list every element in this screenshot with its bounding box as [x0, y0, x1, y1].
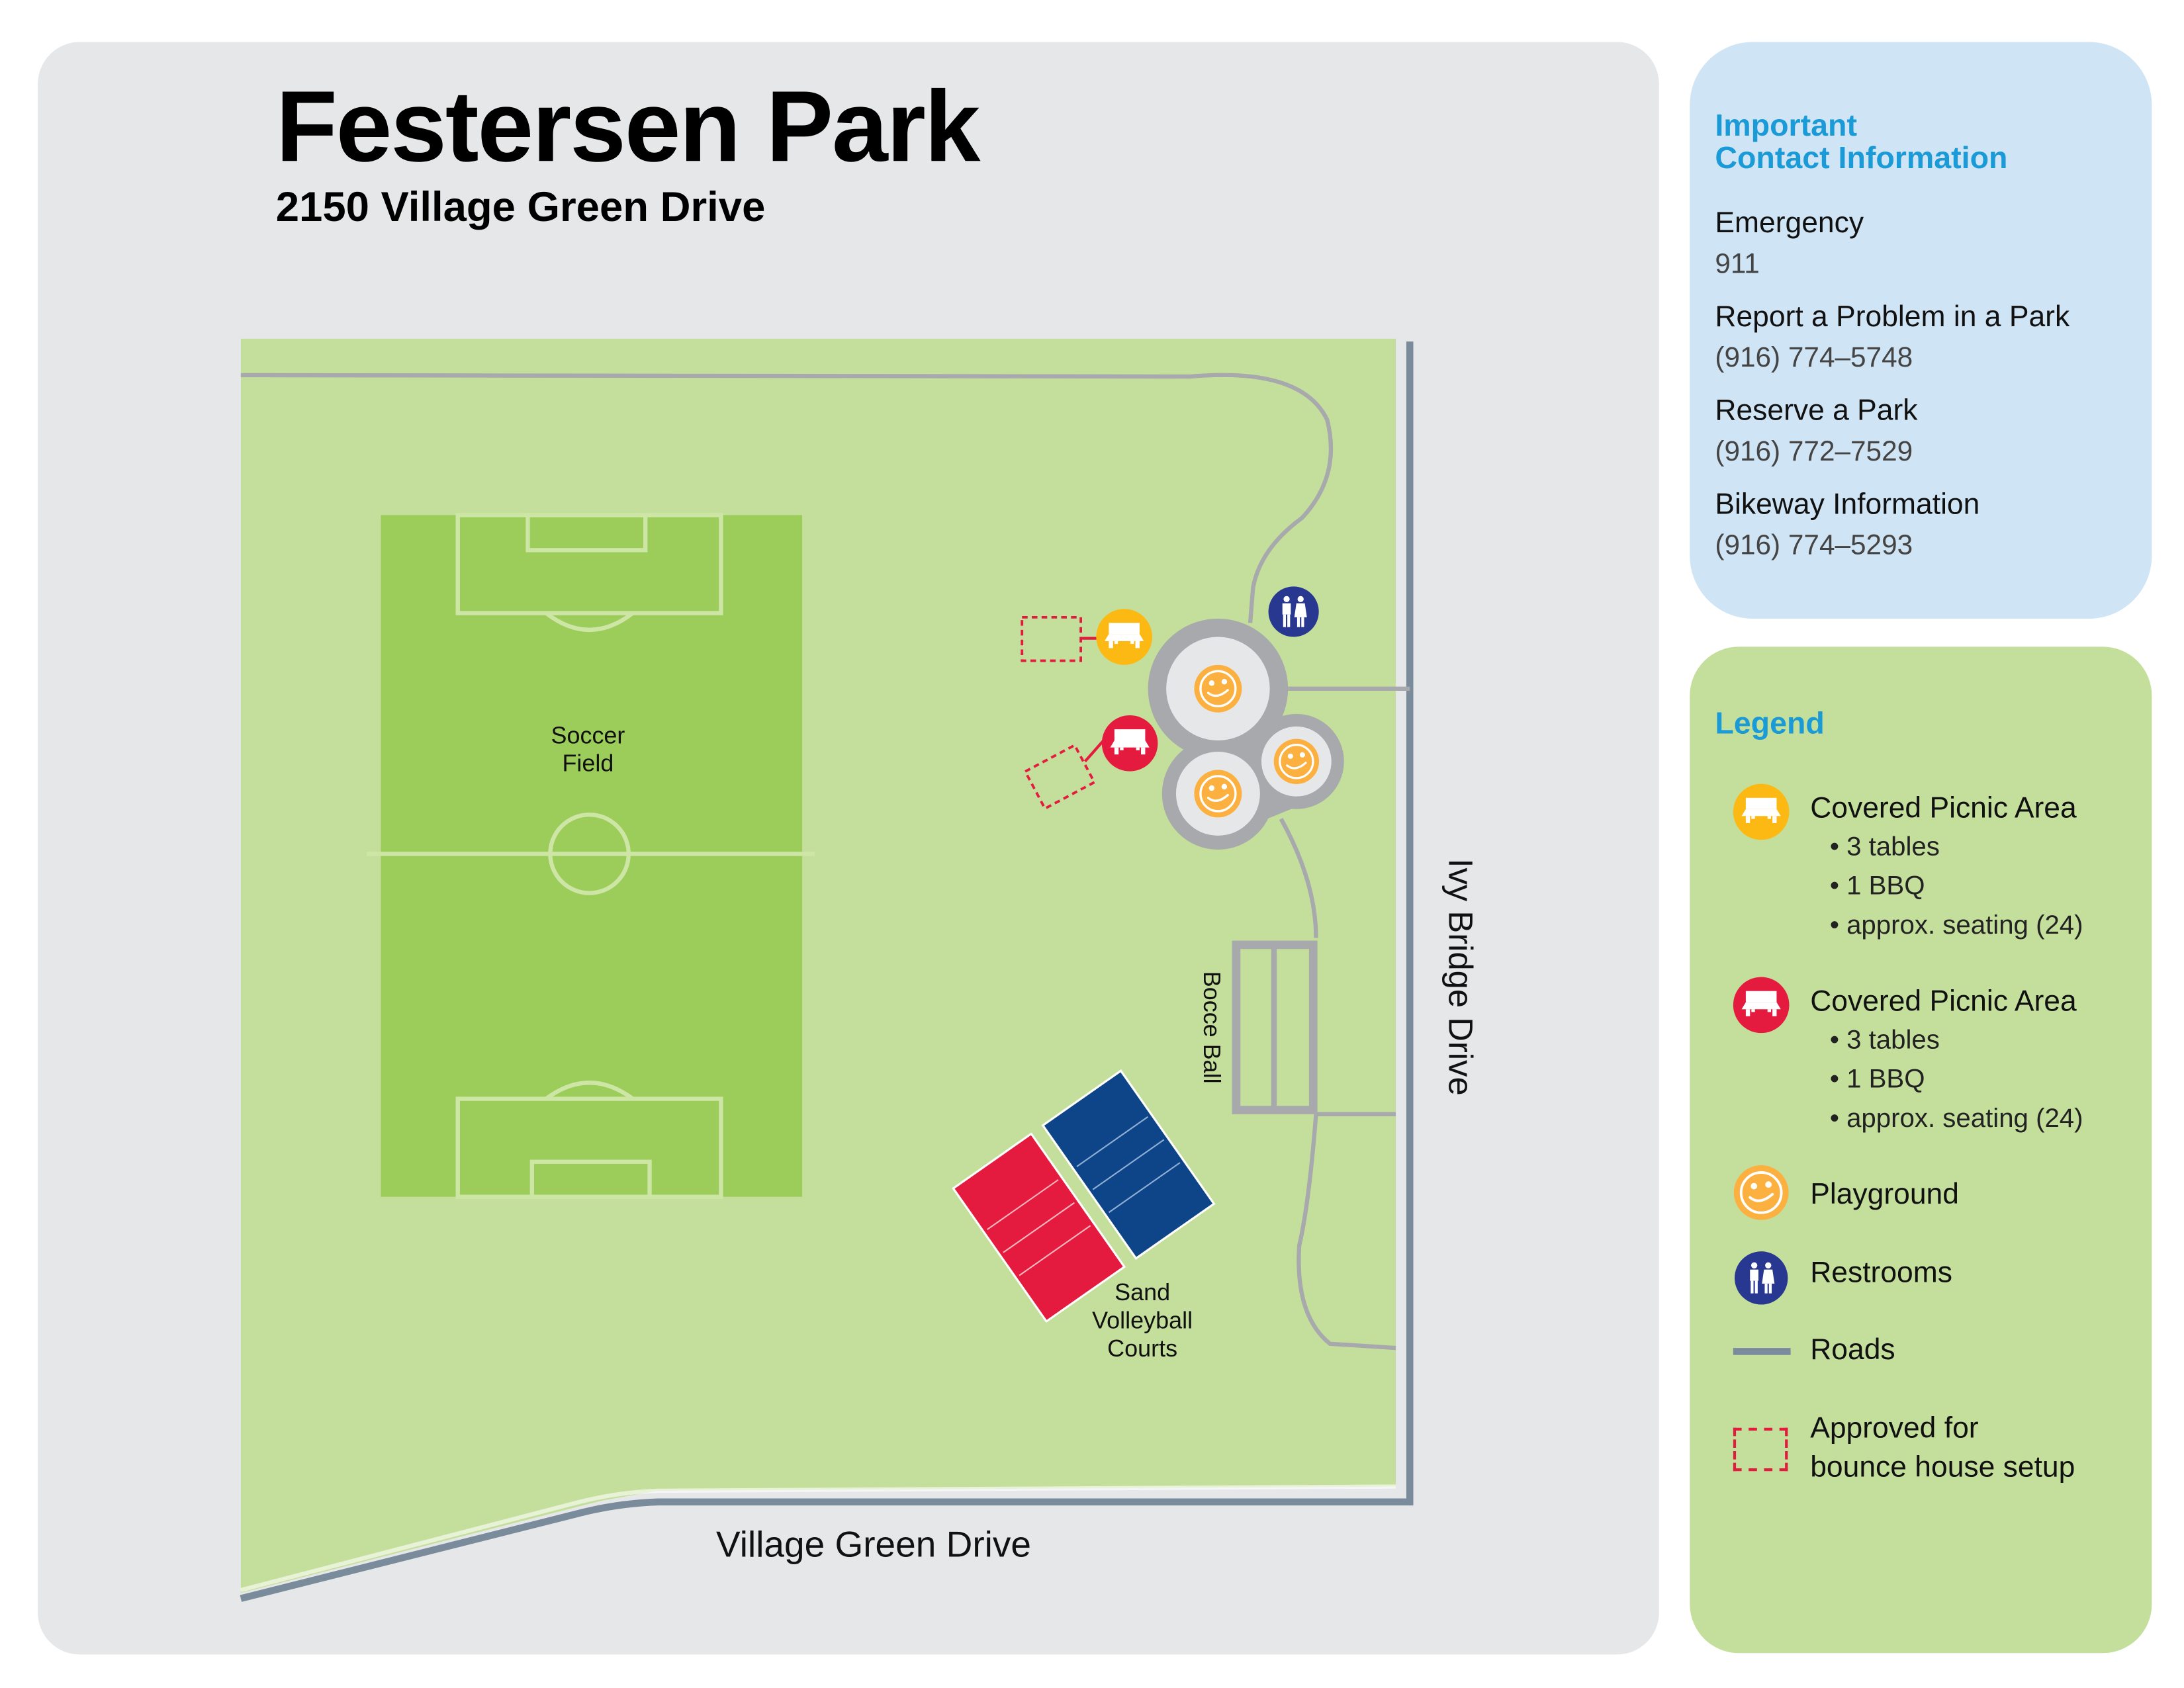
legend-detail: • 3 tables	[1829, 1026, 1940, 1056]
legend-detail: • 1 BBQ	[1829, 871, 1925, 902]
legend-item-restrooms: Restrooms	[1810, 1257, 1952, 1290]
bocce-court	[1232, 940, 1318, 1114]
legend-detail: • approx. seating (24)	[1829, 1104, 2083, 1134]
contact-label: Reserve a Park	[1715, 394, 1918, 427]
legend-panel: Legend Covered Picnic Area • 3 tables • …	[1690, 646, 2152, 1654]
label-line: Volleyball	[1092, 1307, 1193, 1334]
legend-title: Legend	[1715, 705, 1825, 741]
label-line: Courts	[1107, 1335, 1178, 1362]
legend-detail: • 3 tables	[1829, 832, 1940, 863]
contact-label: Bikeway Information	[1715, 488, 1980, 521]
contact-phone: (916) 774–5748	[1715, 343, 1913, 374]
picnic-red-icon	[1733, 977, 1790, 1034]
picnic-yellow-icon	[1733, 783, 1790, 840]
park-address: 2150 Village Green Drive	[275, 185, 766, 232]
village-green-drive-label: Village Green Drive	[716, 1523, 1031, 1566]
playground-cluster	[1148, 619, 1344, 850]
bocce-ball-label: Bocce Ball	[1198, 971, 1225, 1084]
volleyball-court-blue	[1041, 1069, 1216, 1260]
legend-item-playground: Playground	[1810, 1178, 1959, 1211]
legend-label: Covered Picnic Area	[1810, 985, 2077, 1018]
contact-phone: (916) 772–7529	[1715, 437, 1913, 468]
contact-label: Report a Problem in a Park	[1715, 300, 2070, 333]
legend-item-picnic-red: Covered Picnic Area • 3 tables • 1 BBQ •…	[1810, 983, 2083, 1139]
soccer-field-label: Soccer Field	[532, 723, 644, 779]
contact-title: Important Contact Information	[1715, 109, 2007, 173]
playground-icon	[1733, 1165, 1790, 1221]
legend-label: bounce house setup	[1810, 1451, 2075, 1484]
bounce-house-icon	[1733, 1427, 1788, 1472]
label-line: Soccer	[551, 722, 625, 749]
page-title: Festersen Park	[275, 71, 981, 184]
contact-phone: (916) 774–5293	[1715, 530, 1913, 562]
playground-icon	[1273, 738, 1320, 785]
title-line: Important	[1715, 107, 1857, 143]
volleyball-label: Sand Volleyball Courts	[1072, 1279, 1212, 1363]
soccer-field	[367, 513, 815, 1199]
walking-paths	[240, 373, 1410, 1351]
legend-detail: • 1 BBQ	[1829, 1065, 1925, 1095]
legend-item-roads: Roads	[1810, 1333, 1895, 1366]
legend-detail: • approx. seating (24)	[1829, 911, 2083, 941]
legend-item-bounce-house: Approved for bounce house setup	[1810, 1409, 2075, 1488]
restroom-icon	[1268, 586, 1319, 637]
contact-panel: Important Contact Information Emergency …	[1690, 42, 2152, 619]
volleyball-court-red	[952, 1132, 1126, 1323]
ivy-bridge-drive-label: Ivy Bridge Drive	[1440, 858, 1479, 1096]
title-line: Contact Information	[1715, 140, 2008, 175]
picnic-red-icon	[1101, 715, 1158, 772]
picnic-yellow-icon	[1096, 609, 1152, 665]
contact-label: Emergency	[1715, 207, 1864, 240]
legend-label: Approved for	[1810, 1412, 1979, 1445]
contact-phone: 911	[1715, 249, 1760, 281]
legend-item-picnic-yellow: Covered Picnic Area • 3 tables • 1 BBQ •…	[1810, 789, 2083, 946]
road-icon	[1733, 1348, 1791, 1355]
legend-label: Covered Picnic Area	[1810, 792, 2077, 824]
road-ivy-bridge	[240, 341, 1414, 1602]
playground-icon	[1193, 664, 1244, 714]
label-line: Field	[562, 750, 614, 777]
label-line: Sand	[1115, 1279, 1171, 1306]
playground-icon	[1193, 768, 1244, 819]
restroom-icon	[1734, 1251, 1788, 1305]
